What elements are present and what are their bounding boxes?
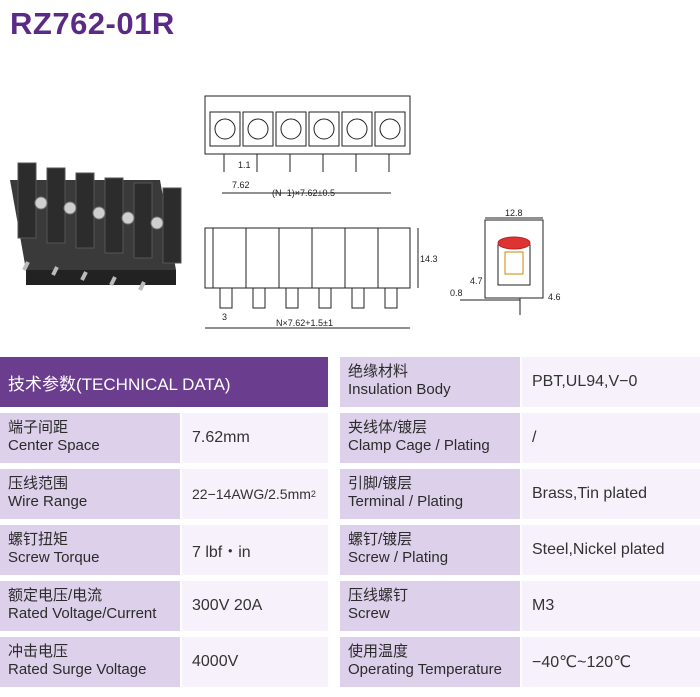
table-row: 引脚/镀层 Terminal / Plating Brass,Tin plate… bbox=[340, 469, 700, 519]
dim-offset: 3 bbox=[222, 312, 227, 322]
dim-front-span: N×7.62+1.5±1 bbox=[276, 318, 333, 328]
row-value-text: 22−14AWG/2.5mm bbox=[192, 486, 311, 502]
product-photo bbox=[10, 162, 182, 291]
row-value-sup: 2 bbox=[310, 489, 316, 499]
dim-side-pin-length: 4.6 bbox=[548, 292, 561, 302]
row-label-en: Center Space bbox=[8, 437, 100, 454]
table-row: 端子间距 Center Space 7.62mm bbox=[0, 413, 328, 463]
row-value: M3 bbox=[522, 581, 700, 631]
row-label-zh: 压线螺钉 bbox=[348, 587, 409, 604]
row-label-en: Screw / Plating bbox=[348, 549, 449, 566]
row-label-en: Insulation Body bbox=[348, 381, 451, 398]
table-row: 冲击电压 Rated Surge Voltage 4000V bbox=[0, 637, 328, 687]
row-value: 300V 20A bbox=[182, 581, 328, 631]
technical-drawings: 1.1 7.62 (N−1)×7.62±0.5 14.3 3 N×7.62+1.… bbox=[10, 95, 561, 329]
table-row: 使用温度 Operating Temperature −40℃~120℃ bbox=[340, 637, 700, 687]
dim-side-pin: 4.7 bbox=[470, 276, 483, 286]
table-row: 绝缘材料 Insulation Body PBT,UL94,V−0 bbox=[340, 357, 700, 407]
row-value: 7.62mm bbox=[182, 413, 328, 463]
table-row: 夹线体/镀层 Clamp Cage / Plating / bbox=[340, 413, 700, 463]
dim-pitch: 7.62 bbox=[232, 180, 250, 190]
row-label-en: Clamp Cage / Plating bbox=[348, 437, 490, 454]
row-label-zh: 螺钉/镀层 bbox=[348, 531, 413, 548]
row-label-en: Rated Surge Voltage bbox=[8, 661, 147, 678]
row-label-zh: 额定电压/电流 bbox=[8, 587, 103, 604]
dim-height: 14.3 bbox=[420, 254, 438, 264]
row-label-en: Screw bbox=[348, 605, 390, 622]
dim-top-span: (N−1)×7.62±0.5 bbox=[272, 188, 335, 198]
top-view-drawing bbox=[204, 95, 411, 194]
row-label-zh: 绝缘材料 bbox=[348, 363, 409, 380]
dim-pin-width: 1.1 bbox=[238, 160, 251, 170]
row-label-zh: 夹线体/镀层 bbox=[348, 419, 428, 436]
dim-side-width: 12.8 bbox=[505, 208, 523, 218]
row-label-zh: 冲击电压 bbox=[8, 643, 69, 660]
row-label-en: Terminal / Plating bbox=[348, 493, 464, 510]
row-value: Steel,Nickel plated bbox=[522, 525, 700, 575]
row-label-zh: 螺钉扭矩 bbox=[8, 531, 69, 548]
table-row: 压线螺钉 Screw M3 bbox=[340, 581, 700, 631]
table-header-row: 技术参数(TECHNICAL DATA) bbox=[0, 357, 328, 407]
table-row: 螺钉/镀层 Screw / Plating Steel,Nickel plate… bbox=[340, 525, 700, 575]
row-label-zh: 压线范围 bbox=[8, 475, 69, 492]
row-label-en: Operating Temperature bbox=[348, 661, 502, 678]
dim-side-thickness: 0.8 bbox=[450, 288, 463, 298]
product-title: RZ762-01R bbox=[10, 6, 175, 41]
row-label-en: Rated Voltage/Current bbox=[8, 605, 157, 622]
row-value: / bbox=[522, 413, 700, 463]
row-value: 7 lbf・in bbox=[182, 525, 328, 575]
row-value: −40℃~120℃ bbox=[522, 637, 700, 687]
table-header: 技术参数(TECHNICAL DATA) bbox=[0, 357, 328, 407]
row-label-en: Screw Torque bbox=[8, 549, 100, 566]
row-value: 4000V bbox=[182, 637, 328, 687]
side-view-drawing bbox=[460, 217, 544, 315]
row-value: PBT,UL94,V−0 bbox=[522, 357, 700, 407]
row-label-en: Wire Range bbox=[8, 493, 88, 510]
table-row: 螺钉扭矩 Screw Torque 7 lbf・in bbox=[0, 525, 328, 575]
front-view-drawing bbox=[204, 227, 419, 329]
table-row: 额定电压/电流 Rated Voltage/Current 300V 20A bbox=[0, 581, 328, 631]
row-label-zh: 引脚/镀层 bbox=[348, 475, 413, 492]
row-value: Brass,Tin plated bbox=[522, 469, 700, 519]
row-label-zh: 端子间距 bbox=[8, 419, 69, 436]
row-label-zh: 使用温度 bbox=[348, 643, 409, 660]
